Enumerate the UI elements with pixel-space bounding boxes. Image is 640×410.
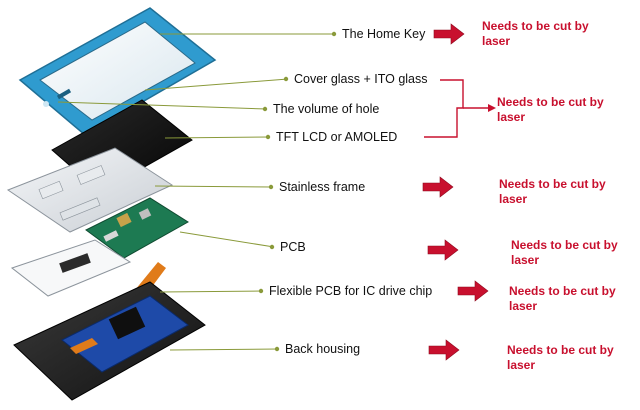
leader-line-back-housing: [169, 348, 280, 351]
label-cover-glass: Cover glass + ITO glass: [294, 72, 428, 86]
leader-dot-cover-glass: [283, 76, 289, 82]
label-volume-hole: The volume of hole: [273, 102, 380, 116]
red-arrow-flex-pcb: [457, 280, 489, 302]
red-arrow-back-housing: [428, 339, 460, 361]
bracket-arrowhead: [488, 104, 496, 112]
leader-dot-flex-pcb: [258, 288, 264, 294]
leader-line-stainless-frame: [154, 185, 274, 188]
label-pcb: PCB: [280, 240, 306, 254]
pcb-part: [85, 197, 189, 259]
flex-pcb-part: [10, 239, 166, 297]
leader-dot-pcb: [269, 244, 275, 250]
leader-dot-volume-hole: [262, 106, 268, 112]
leader-line-volume-hole: [57, 101, 268, 110]
leader-line-display: [164, 136, 271, 139]
red-arrow-stainless-frame: [422, 176, 454, 198]
red-arrow-pcb: [427, 239, 459, 261]
label-home-key: The Home Key: [342, 27, 426, 41]
leader-line-cover-glass: [144, 78, 289, 91]
leader-line-flex-pcb: [159, 290, 264, 293]
cover-glass-part: [18, 7, 217, 136]
stainless-frame-part: [6, 147, 174, 233]
label-display: TFT LCD or AMOLED: [276, 130, 398, 144]
red-arrow-home-key: [433, 23, 465, 45]
label-flex-pcb: Flexible PCB for IC drive chip: [269, 284, 433, 298]
back-housing-part: [13, 281, 206, 401]
label-back-housing: Back housing: [285, 342, 361, 356]
bracket-glass-display: [424, 79, 464, 138]
label-stainless-frame: Stainless frame: [279, 180, 366, 194]
leader-dot-display: [265, 134, 271, 140]
leader-line-pcb: [179, 231, 275, 248]
leader-dot-stainless-frame: [268, 184, 274, 190]
leader-dot-home-key: [331, 31, 337, 37]
leader-dot-back-housing: [274, 346, 280, 352]
